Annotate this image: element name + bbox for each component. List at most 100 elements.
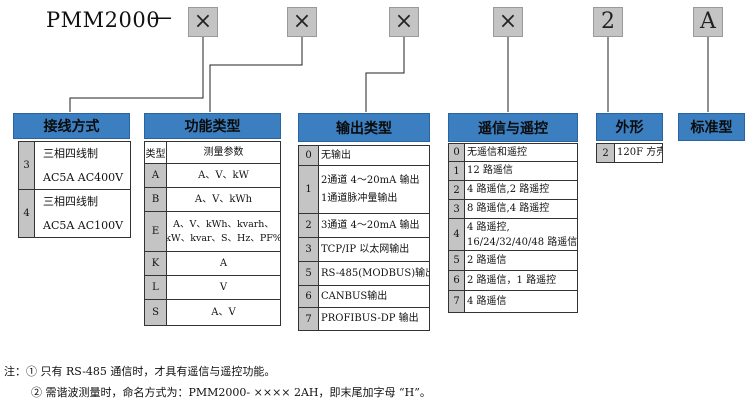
telesignal-code: 0 <box>449 144 465 161</box>
table-row: 5 RS-485(MODBUS)输出 <box>299 262 429 286</box>
table-row: 6 2 路遥信，1 路遥控 <box>449 271 577 291</box>
table-row: 2 4 路遥信,2 路遥控 <box>449 181 577 200</box>
shape-heading: 外形 <box>596 113 663 141</box>
function-code: L <box>145 276 167 299</box>
shape-desc-line: 120F 方壳 <box>617 147 662 158</box>
function-desc-line: V <box>219 281 228 293</box>
output-code: 2 <box>299 214 319 237</box>
function-desc-line: A、V、kWh、kvarh、 <box>173 218 274 230</box>
telesignal-code: 5 <box>449 251 465 270</box>
telesignal-desc-line: 2 路遥信 <box>467 254 507 266</box>
connector-lines <box>69 37 709 112</box>
telesignal-desc: 无遥信和遥控 <box>465 144 577 161</box>
output-desc: PROFIBUS-DP 输出 <box>319 308 429 330</box>
connector-output <box>365 37 405 112</box>
output-code: 1 <box>299 166 319 213</box>
telesignal-desc: 12 路遥信 <box>465 162 577 180</box>
wiring-heading: 接线方式 <box>13 113 130 139</box>
table-row: 1 12 路遥信 <box>449 162 577 181</box>
function-desc: A <box>167 252 280 275</box>
function-code: S <box>145 300 167 325</box>
output-desc: 3通道 4～20mA 输出 <box>319 214 429 237</box>
telesignal-desc-line: 无遥信和遥控 <box>467 146 527 158</box>
output-code: 7 <box>299 308 319 330</box>
table-row: 2 120F 方壳 <box>597 144 662 162</box>
function-desc-line: A <box>219 257 228 269</box>
output-heading: 输出类型 <box>298 113 430 142</box>
function-desc: A、V、kW <box>167 164 280 187</box>
table-row: K A <box>145 252 280 276</box>
table-row: 3 三相四线制 AC5A AC400V <box>19 142 130 190</box>
output-desc: 无输出 <box>319 146 429 165</box>
wiring-desc-line: 三相四线制 <box>43 146 98 160</box>
table-row: B A、V、kWh <box>145 188 280 212</box>
table-row: 3 8 路遥信,4 路遥控 <box>449 200 577 219</box>
table-row: 4 4 路遥控, 16/24/32/40/48 路遥信 <box>449 219 577 251</box>
output-desc-line: 无输出 <box>321 149 351 161</box>
function-desc-line: A、V、kW <box>198 169 249 181</box>
output-code: 3 <box>299 238 319 261</box>
code-box-function: × <box>287 7 317 37</box>
wiring-code: 4 <box>19 190 35 237</box>
table-row: 6 CANBUS输出 <box>299 286 429 308</box>
table-row: 5 2 路遥信 <box>449 251 577 271</box>
connector-wiring <box>69 37 204 112</box>
wiring-desc: 三相四线制 AC5A AC100V <box>35 190 130 237</box>
output-desc: RS-485(MODBUS)输出 <box>319 262 429 285</box>
telesignal-table: 0 无遥信和遥控 1 12 路遥信 2 4 路遥信,2 路遥控 3 8 路遥信,… <box>448 143 578 313</box>
function-desc-line: kW、kvar、S、Hz、PF% <box>167 232 280 244</box>
table-row: L V <box>145 276 280 300</box>
output-desc-line: PROFIBUS-DP 输出 <box>321 313 419 324</box>
telesignal-desc: 4 路遥信,2 路遥控 <box>465 181 577 199</box>
output-desc-line: TCP/IP 以太网输出 <box>321 243 410 255</box>
table-row: 2 3通道 4～20mA 输出 <box>299 214 429 238</box>
telesignal-code: 1 <box>449 162 465 180</box>
code-box-telesignal: × <box>493 7 523 37</box>
table-row: 4 三相四线制 AC5A AC100V <box>19 190 130 237</box>
table-row: A A、V、kW <box>145 164 280 188</box>
function-desc: A、V <box>167 300 280 325</box>
function-code: K <box>145 252 167 275</box>
wiring-desc-line: AC5A AC400V <box>43 170 124 184</box>
output-desc-line: 1通道脉冲量输出 <box>321 192 398 204</box>
function-desc-line: A、V、kWh <box>194 193 253 205</box>
telesignal-desc-line: 12 路遥信 <box>467 165 513 176</box>
telesignal-code: 4 <box>449 219 465 250</box>
telesignal-desc: 8 路遥信,4 路遥控 <box>465 200 577 218</box>
output-desc: CANBUS输出 <box>319 286 429 307</box>
telesignal-desc-line: 4 路遥信 <box>467 295 507 307</box>
telesignal-code: 2 <box>449 181 465 199</box>
output-desc: TCP/IP 以太网输出 <box>319 238 429 261</box>
function-desc: V <box>167 276 280 299</box>
telesignal-desc-line: 4 路遥信,2 路遥控 <box>467 184 550 195</box>
output-desc-line: CANBUS输出 <box>321 290 388 302</box>
telesignal-desc-line: 4 路遥控, <box>467 221 510 233</box>
output-code: 6 <box>299 286 319 307</box>
function-col-params: 测量参数 <box>203 146 244 158</box>
function-code: A <box>145 164 167 187</box>
standard-heading: 标准型 <box>678 113 745 141</box>
telesignal-desc-line: 16/24/32/40/48 路遥信 <box>467 236 577 248</box>
table-row: 0 无输出 <box>299 146 429 166</box>
function-code: E <box>145 212 167 251</box>
function-col-type: 类型 <box>145 142 167 163</box>
table-row: 7 PROFIBUS-DP 输出 <box>299 308 429 330</box>
note-2: ② 需谐波测量时，命名方式为：PMM2000- ×××× 2AH，即末尾加字母 … <box>31 386 431 399</box>
function-table: 类型 测量参数 A A、V、kW B A、V、kWh E A、V、kWh、kva… <box>144 141 281 326</box>
output-code: 5 <box>299 262 319 285</box>
shape-desc: 120F 方壳 <box>615 144 662 162</box>
table-row: 1 2通道 4～20mA 输出 1通道脉冲量输出 <box>299 166 429 214</box>
telesignal-desc: 2 路遥信 <box>465 251 577 270</box>
table-row: 类型 测量参数 <box>145 142 280 164</box>
connector-function <box>209 37 303 112</box>
function-desc: A、V、kWh <box>167 188 280 211</box>
wiring-code: 3 <box>19 142 35 189</box>
note-1: 注：① 只有 RS-485 通信时，才具有遥信与遥控功能。 <box>4 365 276 378</box>
wiring-desc-line: AC5A AC100V <box>43 218 124 232</box>
wiring-desc-line: 三相四线制 <box>43 194 98 208</box>
output-desc: 2通道 4～20mA 输出 1通道脉冲量输出 <box>319 166 429 213</box>
function-desc-line: A、V <box>211 306 236 318</box>
output-desc-line: 2通道 4～20mA 输出 <box>321 174 420 186</box>
output-code: 0 <box>299 146 319 165</box>
shape-code: 2 <box>597 144 615 162</box>
